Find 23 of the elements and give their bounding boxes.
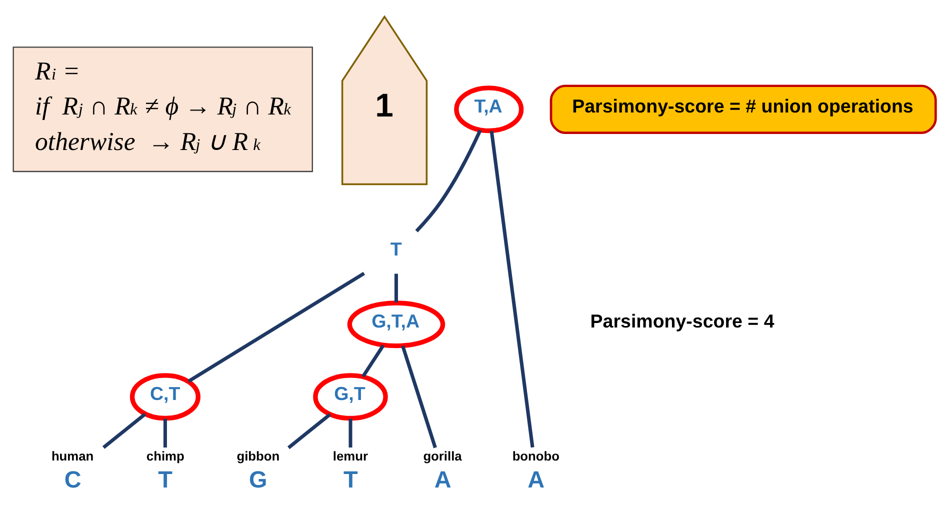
connector (490, 130, 534, 448)
node-text: gorilla A (423, 448, 462, 493)
node-ellipse: T,A (454, 86, 524, 134)
node-text: chimp T (146, 448, 184, 493)
connector (163, 418, 167, 448)
connector (415, 130, 482, 232)
node-text: bonobo A (512, 448, 560, 493)
connector (394, 274, 398, 302)
connector (287, 413, 332, 450)
node-ellipse: C,T (130, 373, 200, 421)
connector (102, 412, 146, 449)
label: Parsimony-score = 4 (590, 310, 774, 332)
node-box: Parsimony-score = # union operations (550, 84, 937, 134)
node-text: lemur T (332, 448, 368, 493)
node-text: gibbon G (236, 448, 280, 493)
connector (348, 418, 352, 448)
node-text: human C (51, 448, 94, 493)
connector (188, 272, 366, 383)
node-ellipse: G,T,A (347, 300, 446, 348)
node-ellipse: G,T (313, 373, 388, 421)
node-text: T (390, 238, 402, 260)
connector (401, 345, 437, 448)
connector (362, 344, 385, 378)
